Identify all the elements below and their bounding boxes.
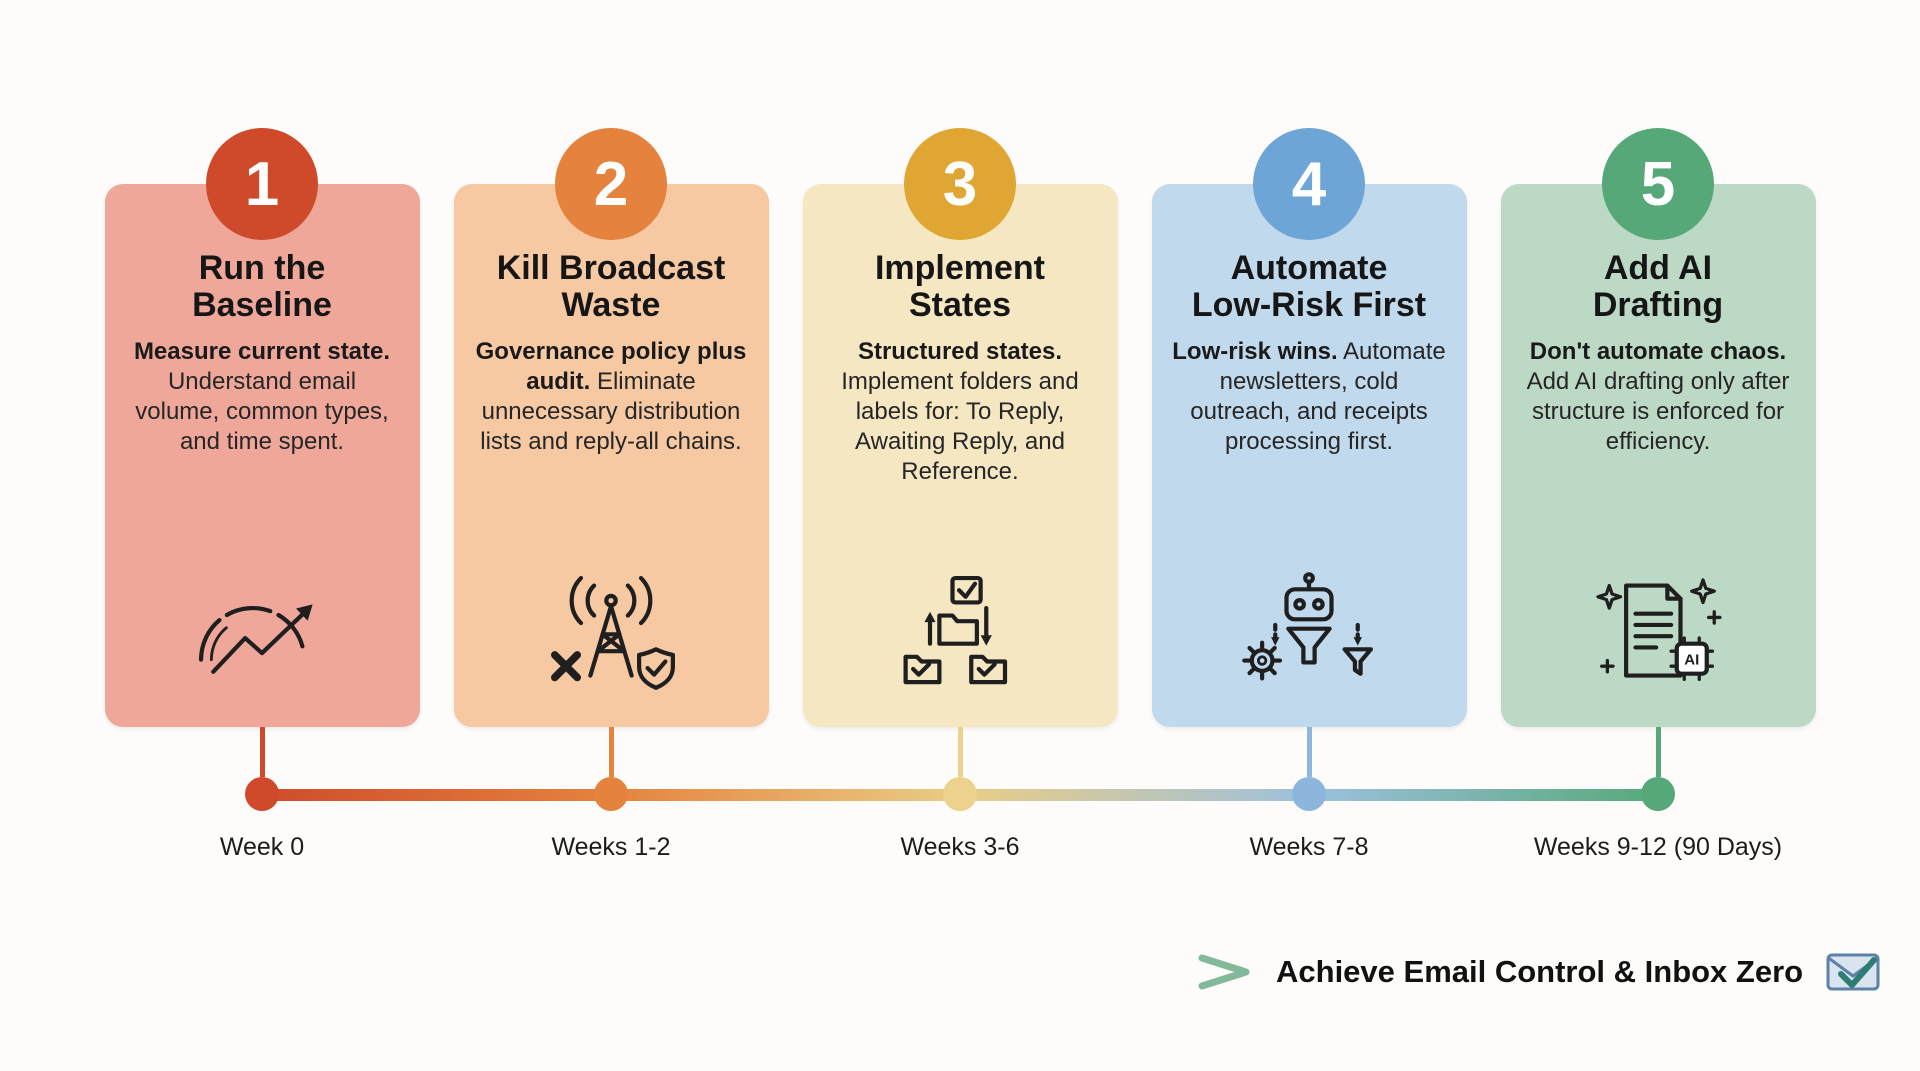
step-description: Governance policy plus audit. Eliminate … xyxy=(470,337,753,457)
week-label: Weeks 9-12 (90 Days) xyxy=(1533,833,1783,861)
timeline-dot xyxy=(245,777,279,811)
step-card: Implement States Structured states. Impl… xyxy=(802,184,1118,727)
step-card: Run the Baseline Measure current state. … xyxy=(104,184,420,727)
step-title: Kill Broadcast Waste xyxy=(496,249,726,324)
timeline-connector xyxy=(957,727,963,777)
timeline-dot xyxy=(1641,777,1675,811)
step-column-4: 4 Automate Low-Risk First Low-risk wins.… xyxy=(1151,128,1467,862)
timeline-dot xyxy=(943,777,977,811)
step-number-badge: 4 xyxy=(1253,128,1365,240)
step-number-badge: 5 xyxy=(1602,128,1714,240)
step-description: Measure current state. Understand email … xyxy=(121,337,404,457)
week-label: Week 0 xyxy=(219,833,305,861)
step-lead-text: Governance policy plus audit. xyxy=(475,338,747,396)
ai-drafting-icon: AI xyxy=(1583,565,1733,697)
progress-arrow xyxy=(104,954,1250,990)
step-number-badge: 3 xyxy=(904,128,1016,240)
step-column-2: 2 Kill Broadcast Waste Governance policy… xyxy=(453,128,769,862)
step-title: Automate Low-Risk First xyxy=(1191,249,1427,324)
step-title: Implement States xyxy=(874,249,1046,324)
folders-workflow-icon xyxy=(885,565,1035,697)
step-card: Automate Low-Risk First Low-risk wins. A… xyxy=(1151,184,1467,727)
step-lead-text: Low-risk wins. xyxy=(1172,338,1338,366)
timeline-connector xyxy=(1655,727,1661,777)
steps-row: 1 Run the Baseline Measure current state… xyxy=(104,128,1816,862)
step-description: Structured states. Implement folders and… xyxy=(819,337,1102,487)
step-lead-text: Structured states. xyxy=(857,338,1063,366)
ai-chip-label: AI xyxy=(1684,651,1699,668)
step-title: Run the Baseline xyxy=(192,249,332,324)
step-description: Don't automate chaos. Add AI drafting on… xyxy=(1517,337,1800,457)
step-lead-text: Don't automate chaos. xyxy=(1529,338,1787,366)
timeline-dot xyxy=(594,777,628,811)
step-body-text: Automate newsletters, cold outreach, and… xyxy=(1190,338,1446,456)
step-body-text: Implement folders and labels for: To Rep… xyxy=(841,368,1079,486)
step-body-text: Understand email volume, common types, a… xyxy=(135,368,389,456)
step-title: Add AI Drafting xyxy=(1592,249,1724,324)
step-lead-text: Measure current state. xyxy=(133,338,391,366)
gauge-growth-icon xyxy=(187,565,337,697)
step-body-text: Eliminate unnecessary distribution lists… xyxy=(480,368,742,456)
footer-banner: Achieve Email Control & Inbox Zero xyxy=(0,950,1920,994)
step-column-1: 1 Run the Baseline Measure current state… xyxy=(104,128,420,862)
timeline-connector xyxy=(608,727,614,777)
broadcast-tower-icon xyxy=(536,565,686,697)
timeline-connector xyxy=(259,727,265,777)
step-column-5: 5 Add AI Drafting Don't automate chaos. … xyxy=(1500,128,1816,862)
step-card: Kill Broadcast Waste Governance policy p… xyxy=(453,184,769,727)
step-number-badge: 1 xyxy=(206,128,318,240)
step-column-3: 3 Implement States Structured states. Im… xyxy=(802,128,1118,862)
week-label: Weeks 7-8 xyxy=(1249,833,1369,861)
robot-automation-icon xyxy=(1234,565,1384,697)
step-card: Add AI Drafting Don't automate chaos. Ad… xyxy=(1500,184,1816,727)
inbox-check-icon xyxy=(1826,953,1880,991)
step-number-badge: 2 xyxy=(555,128,667,240)
week-label: Weeks 3-6 xyxy=(900,833,1020,861)
footer-label: Achieve Email Control & Inbox Zero xyxy=(1276,954,1804,989)
timeline-dot xyxy=(1292,777,1326,811)
step-body-text: Add AI drafting only after structure is … xyxy=(1526,368,1790,456)
step-description: Low-risk wins. Automate newsletters, col… xyxy=(1168,337,1451,457)
week-label: Weeks 1-2 xyxy=(551,833,671,861)
timeline-connector xyxy=(1306,727,1312,777)
